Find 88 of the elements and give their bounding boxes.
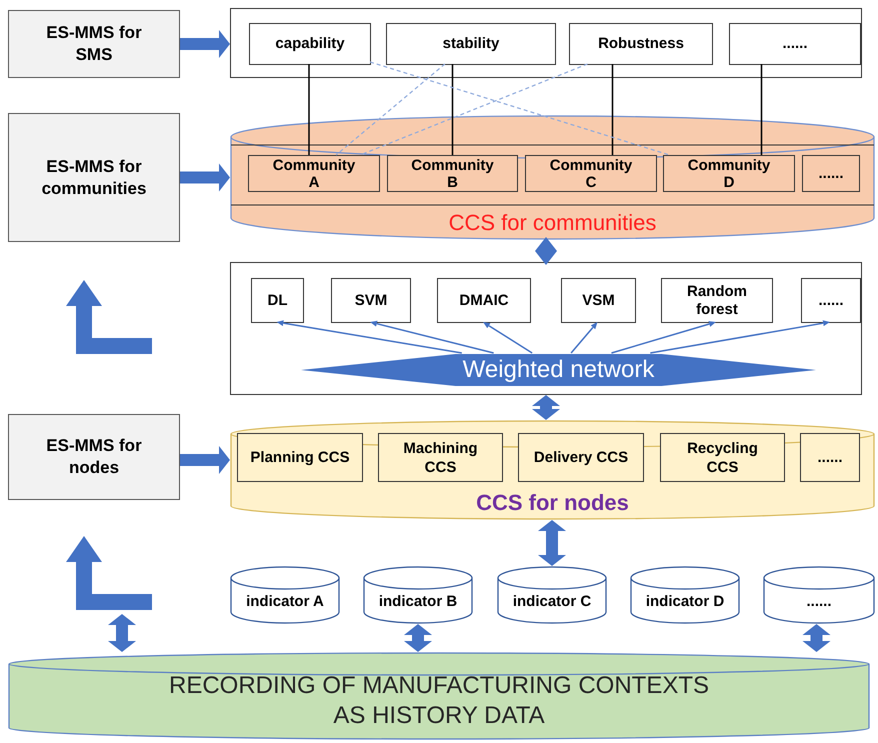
node-label: Robustness: [598, 35, 684, 53]
method-box: [251, 278, 304, 323]
community-box: [248, 155, 380, 192]
node-label: ES-MMS for communities: [40, 156, 148, 200]
node-label: indicator B: [378, 592, 458, 610]
block-arrow: [538, 520, 566, 566]
ccs-box: [660, 433, 785, 482]
method-box: [331, 278, 411, 323]
node-label: Delivery CCS: [534, 448, 628, 467]
connector-line: [612, 64, 614, 155]
node-label: ......: [782, 35, 808, 53]
ccs-box: [800, 433, 860, 482]
node-label: VSM: [582, 292, 615, 310]
panel: [230, 262, 862, 395]
ccs-box: [237, 433, 363, 482]
history-data-cylinder: [8, 652, 870, 740]
indicator-cylinder: [630, 566, 740, 624]
node-label: Recycling CCS: [686, 438, 759, 476]
connector-line: [452, 64, 454, 155]
node-label: Community B: [410, 156, 495, 190]
node-label: Community D: [686, 156, 772, 190]
node-label: ......: [817, 448, 842, 467]
arrow: [570, 322, 598, 354]
block-arrow: [180, 30, 230, 58]
community-box: [663, 155, 795, 192]
method-box: [437, 278, 531, 323]
block-arrow: [532, 395, 560, 420]
node-label: DL: [268, 292, 288, 310]
node-label: DMAIC: [459, 292, 509, 310]
indicator-cylinder: [497, 566, 607, 624]
node-label: ES-MMS for SMS: [45, 22, 143, 66]
arrow: [483, 322, 533, 354]
node-label: ES-MMS for nodes: [45, 435, 143, 479]
method-box: [569, 23, 713, 65]
community-box: [387, 155, 518, 192]
arrow: [650, 320, 830, 354]
node-label: CCS for nodes: [476, 490, 629, 516]
indicator-cylinder: [363, 566, 473, 624]
database-cylinder: [230, 420, 875, 520]
arrow: [276, 320, 462, 354]
node-label: Weighted network: [462, 356, 654, 384]
method-box: [249, 23, 371, 65]
node-label: stability: [442, 35, 500, 53]
node-label: SVM: [354, 292, 388, 310]
weighted-network-band: [301, 354, 816, 386]
node-label: ......: [818, 292, 844, 310]
block-arrow: [404, 624, 432, 652]
block-arrow: [535, 237, 557, 265]
method-box: [729, 23, 861, 65]
method-box: [661, 278, 773, 323]
node-label: capability: [275, 35, 345, 53]
connector-line: [360, 63, 588, 156]
community-box: [802, 155, 860, 192]
method-box: [561, 278, 636, 323]
block-arrow: [180, 446, 230, 474]
ccs-box: [378, 433, 503, 482]
connector-line: [308, 64, 310, 155]
arrow: [611, 321, 716, 354]
block-arrow: [108, 614, 136, 652]
method-box: [386, 23, 556, 65]
ccs-box: [518, 433, 644, 482]
node-label: indicator C: [512, 592, 592, 610]
connector-line: [336, 64, 446, 156]
node-label: ......: [806, 592, 832, 610]
node-label: ......: [818, 165, 844, 182]
node-label: Community A: [272, 156, 356, 190]
node-label: indicator D: [646, 592, 724, 610]
node-label: Machining CCS: [402, 438, 479, 476]
indicator-cylinder: [230, 566, 340, 624]
arrow: [370, 320, 494, 354]
database-cylinder: [230, 115, 875, 240]
method-box: [801, 278, 861, 323]
connector-line: [760, 64, 762, 155]
node-label: Random forest: [686, 282, 748, 318]
level-box: [8, 113, 180, 242]
node-label: indicator A: [246, 592, 324, 610]
node-label: RECORDING OF MANUFACTURING CONTEXTS AS HISTORY DATA: [168, 671, 710, 731]
indicator-cylinder: [763, 566, 875, 624]
block-arrow: [802, 624, 830, 652]
node-label: Planning CCS: [250, 448, 350, 467]
node-label: CCS for communities: [448, 210, 656, 236]
panel: [230, 8, 862, 78]
connector-line: [370, 61, 670, 156]
level-box: [8, 10, 180, 78]
level-box: [8, 414, 180, 500]
node-label: Community C: [548, 156, 634, 190]
block-arrow: [180, 164, 230, 192]
community-box: [525, 155, 657, 192]
